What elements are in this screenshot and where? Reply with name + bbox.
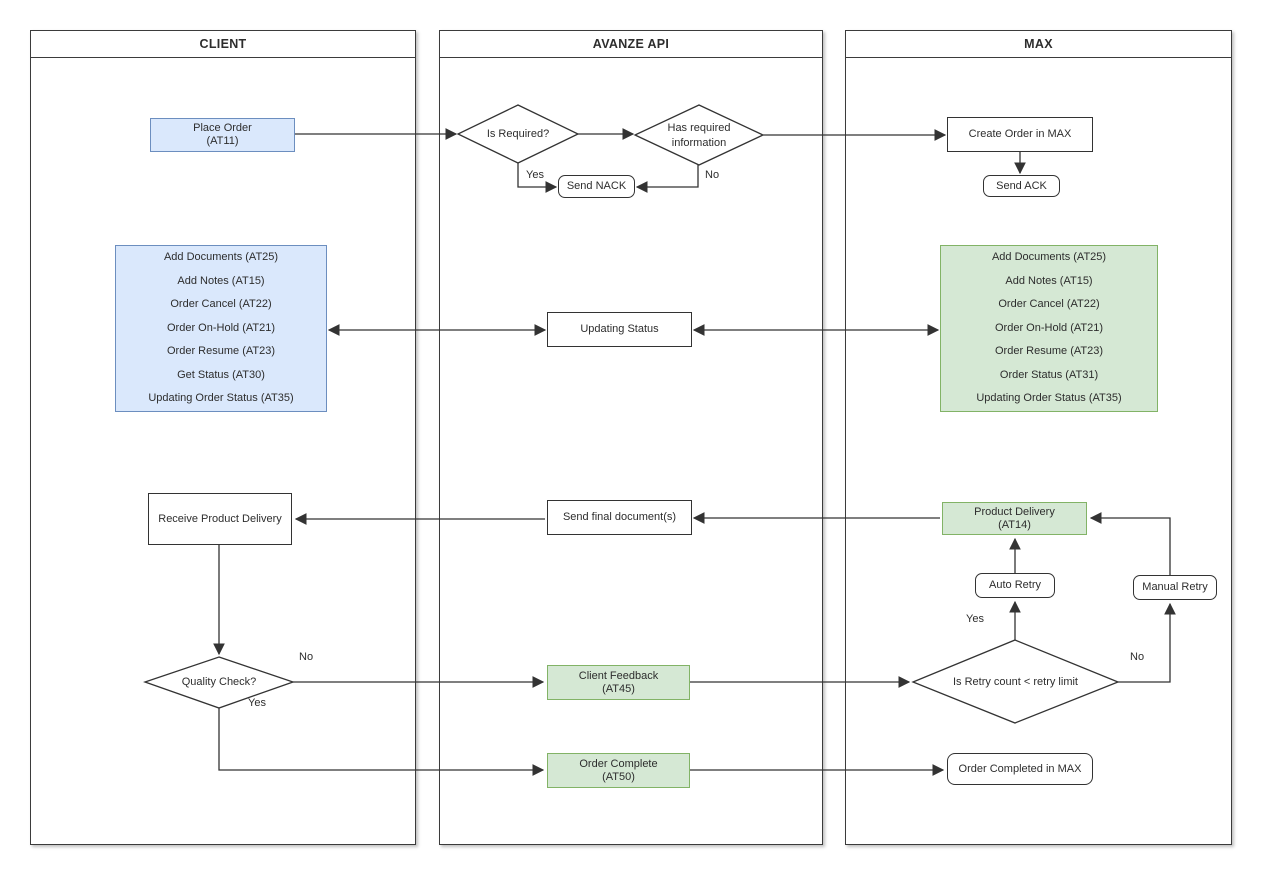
node-place-order-label: Place Order xyxy=(193,122,252,134)
node-order-complete-sublabel: (AT50) xyxy=(602,770,635,783)
client-op-item: Add Notes (AT15) xyxy=(177,274,265,287)
node-auto-retry-label: Auto Retry xyxy=(989,579,1041,591)
node-place-order: Place Order (AT11) xyxy=(150,118,295,152)
max-op-item: Order Status (AT31) xyxy=(999,368,1099,381)
lane-avanze-api-title: AVANZE API xyxy=(440,31,822,58)
client-op-item: Updating Order Status (AT35) xyxy=(148,392,294,405)
node-order-complete: Order Complete (AT50) xyxy=(547,753,690,788)
client-op-item: Order Resume (AT23) xyxy=(167,345,275,358)
max-op-item: Order On-Hold (AT21) xyxy=(995,321,1103,334)
node-product-delivery-label: Product Delivery xyxy=(974,505,1055,518)
node-manual-retry-label: Manual Retry xyxy=(1142,581,1208,593)
client-op-item: Get Status (AT30) xyxy=(177,368,265,381)
client-op-item: Order On-Hold (AT21) xyxy=(167,321,275,334)
node-product-delivery: Product Delivery (AT14) xyxy=(942,502,1087,535)
edge-label-has-info-no: No xyxy=(705,169,720,181)
node-send-final-documents: Send final document(s) xyxy=(547,500,692,535)
node-send-ack: Send ACK xyxy=(983,175,1060,197)
edge-label-is-required-yes: Yes xyxy=(526,169,544,181)
edge-label-retry-no: No xyxy=(1130,651,1145,663)
lane-max: MAX xyxy=(845,30,1232,845)
node-send-nack-label: Send NACK xyxy=(566,180,627,192)
node-client-feedback-label: Client Feedback xyxy=(578,669,659,682)
node-receive-product-delivery: Receive Product Delivery xyxy=(148,493,292,545)
max-op-item: Order Cancel (AT22) xyxy=(998,298,1100,311)
node-product-delivery-sublabel: (AT14) xyxy=(998,518,1031,531)
node-create-order-in-max: Create Order in MAX xyxy=(947,117,1093,152)
lane-client: CLIENT xyxy=(30,30,416,845)
node-order-completed-in-max-label: Order Completed in MAX xyxy=(958,762,1082,775)
node-updating-status-label: Updating Status xyxy=(580,323,659,335)
node-send-final-documents-label: Send final document(s) xyxy=(562,511,677,523)
node-manual-retry: Manual Retry xyxy=(1133,575,1217,600)
client-op-item: Add Documents (AT25) xyxy=(163,251,279,264)
client-op-item: Order Cancel (AT22) xyxy=(170,298,272,311)
node-order-completed-in-max: Order Completed in MAX xyxy=(947,753,1093,785)
edge-label-quality-no: No xyxy=(299,651,314,663)
node-create-order-in-max-label: Create Order in MAX xyxy=(968,128,1072,140)
max-op-item: Add Documents (AT25) xyxy=(991,251,1107,264)
node-client-feedback: Client Feedback (AT45) xyxy=(547,665,690,700)
node-receive-product-delivery-label: Receive Product Delivery xyxy=(158,512,282,525)
max-op-item: Order Resume (AT23) xyxy=(995,345,1103,358)
node-send-nack: Send NACK xyxy=(558,175,635,198)
max-op-item: Add Notes (AT15) xyxy=(1005,274,1093,287)
node-client-operations: Add Documents (AT25) Add Notes (AT15) Or… xyxy=(115,245,327,412)
node-client-feedback-sublabel: (AT45) xyxy=(602,682,635,695)
node-updating-status: Updating Status xyxy=(547,312,692,347)
node-max-operations: Add Documents (AT25) Add Notes (AT15) Or… xyxy=(940,245,1158,412)
edge-label-retry-yes: Yes xyxy=(966,613,984,625)
edge-label-quality-yes: Yes xyxy=(248,697,266,709)
node-send-ack-label: Send ACK xyxy=(996,179,1047,192)
node-place-order-sublabel: (AT11) xyxy=(206,135,239,147)
node-auto-retry: Auto Retry xyxy=(975,573,1055,598)
node-order-complete-label: Order Complete xyxy=(579,757,658,770)
lane-avanze-api: AVANZE API xyxy=(439,30,823,845)
max-op-item: Updating Order Status (AT35) xyxy=(976,392,1122,405)
lane-client-title: CLIENT xyxy=(31,31,415,58)
lane-max-title: MAX xyxy=(846,31,1231,58)
